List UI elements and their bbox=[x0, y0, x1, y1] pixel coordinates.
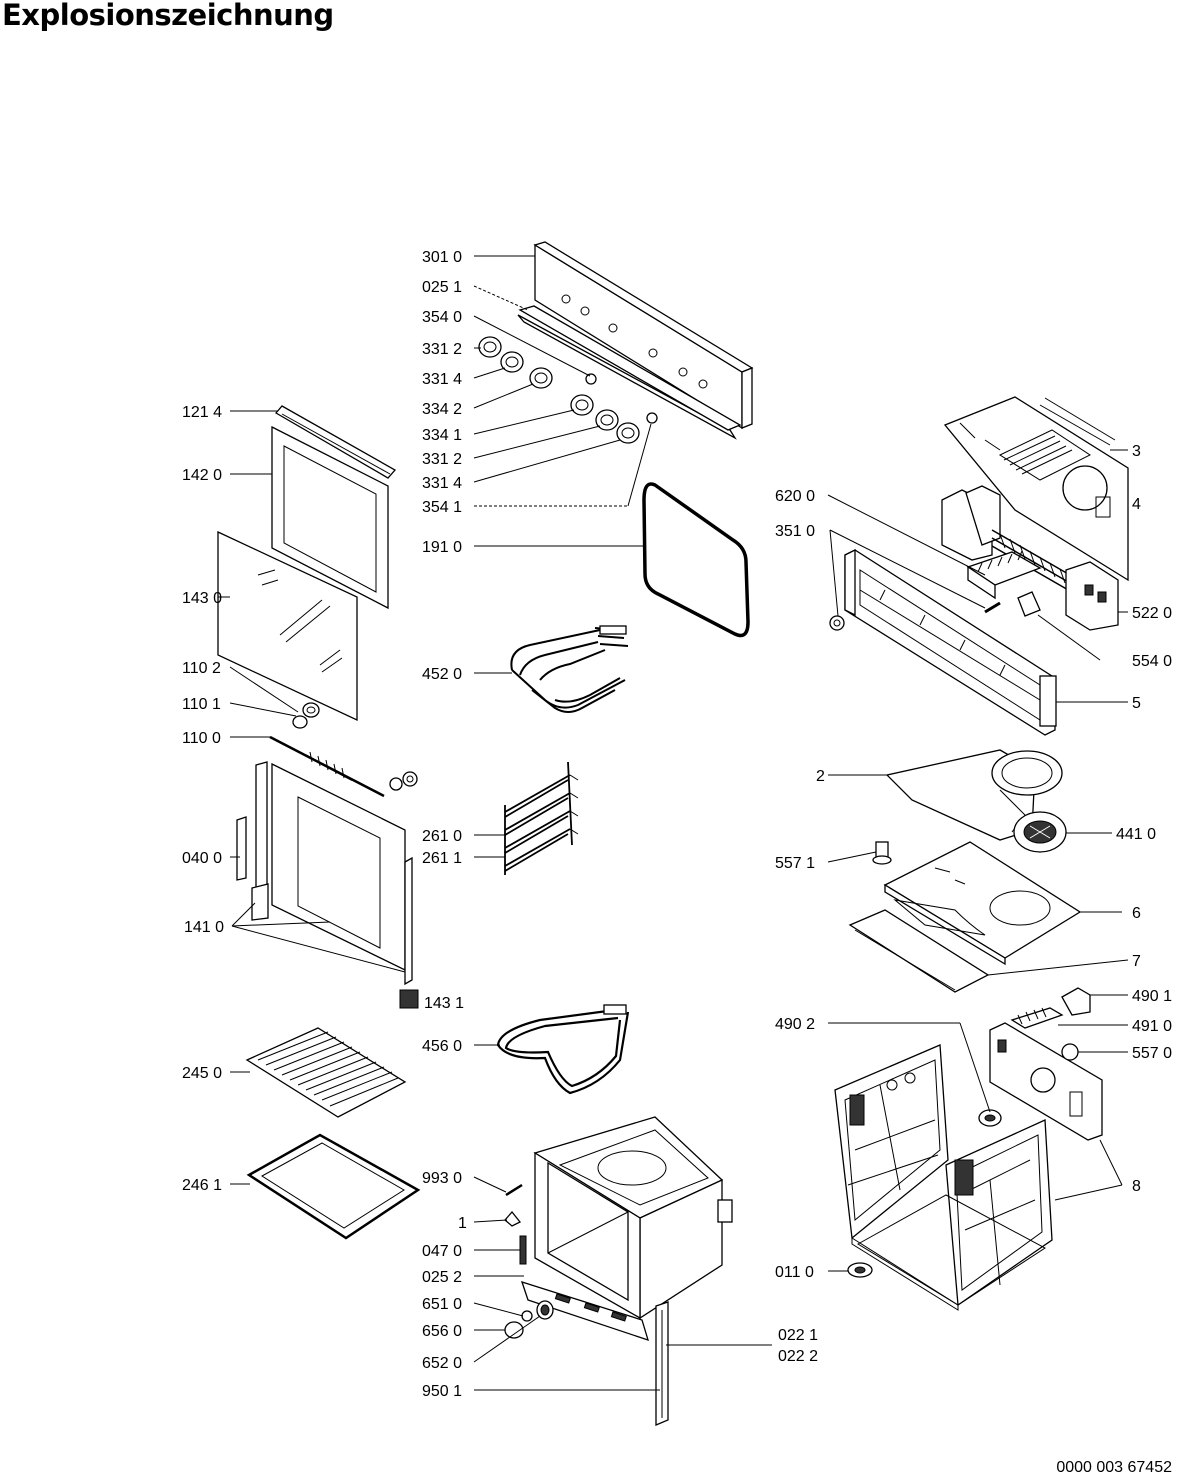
label-143-0: 143 0 bbox=[182, 590, 222, 607]
door-seal bbox=[642, 482, 750, 638]
label-245-0: 245 0 bbox=[182, 1065, 222, 1082]
rear-cover-plate bbox=[883, 841, 1082, 966]
label-022-2: 022 2 bbox=[778, 1348, 818, 1365]
label-143-1: 143 1 bbox=[424, 995, 464, 1012]
label-354-0: 354 0 bbox=[422, 309, 462, 326]
thermostat-top bbox=[872, 841, 892, 865]
label-025-2: 025 2 bbox=[422, 1269, 462, 1286]
label-191-0: 191 0 bbox=[422, 539, 462, 556]
baking-tray bbox=[246, 1133, 421, 1240]
side-rails bbox=[504, 761, 579, 875]
label-331-2-b: 331 2 bbox=[422, 451, 462, 468]
label-441-0: 441 0 bbox=[1116, 826, 1156, 843]
label-557-1: 557 1 bbox=[775, 855, 815, 872]
label-620-0: 620 0 bbox=[775, 488, 815, 505]
label-331-4: 331 4 bbox=[422, 371, 462, 388]
fan-cover bbox=[885, 749, 1063, 841]
leader-lines bbox=[218, 255, 1129, 1391]
upper-heating-element bbox=[510, 625, 629, 713]
switch-assembly bbox=[941, 485, 1119, 631]
label-110-0: 110 0 bbox=[182, 730, 221, 747]
door-hinge-rod bbox=[269, 735, 418, 798]
label-557-0: 557 0 bbox=[1132, 1045, 1172, 1062]
label-490-2: 490 2 bbox=[775, 1016, 815, 1033]
oven-cavity bbox=[520, 1116, 733, 1342]
control-panel bbox=[517, 241, 754, 440]
label-040-0: 040 0 bbox=[182, 850, 222, 867]
label-334-2: 334 2 bbox=[422, 401, 462, 418]
oven-shelf bbox=[245, 1027, 407, 1118]
label-6: 6 bbox=[1132, 905, 1141, 922]
label-3: 3 bbox=[1132, 443, 1141, 460]
label-950-1: 950 1 bbox=[422, 1383, 462, 1400]
label-022-1: 022 1 bbox=[778, 1327, 818, 1344]
rear-electrical-panel bbox=[847, 987, 1103, 1278]
outer-door bbox=[236, 761, 419, 1009]
label-652-0: 652 0 bbox=[422, 1355, 462, 1372]
label-5: 5 bbox=[1132, 695, 1141, 712]
label-047-0: 047 0 bbox=[422, 1243, 462, 1260]
document-number: 0000 003 67452 bbox=[1056, 1459, 1172, 1476]
label-522-0: 522 0 bbox=[1132, 605, 1172, 622]
label-554-0: 554 0 bbox=[1132, 653, 1172, 670]
label-246-1: 246 1 bbox=[182, 1177, 222, 1194]
label-261-1: 261 1 bbox=[422, 850, 462, 867]
label-656-0: 656 0 bbox=[422, 1323, 462, 1340]
label-8: 8 bbox=[1132, 1178, 1141, 1195]
label-301-0: 301 0 bbox=[422, 249, 462, 266]
outer-housing bbox=[834, 1044, 1053, 1311]
label-121-4: 121 4 bbox=[182, 404, 222, 421]
label-1: 1 bbox=[458, 1215, 467, 1232]
label-354-1: 354 1 bbox=[422, 499, 462, 516]
label-993-0: 993 0 bbox=[422, 1170, 462, 1187]
label-025-1: 025 1 bbox=[422, 279, 462, 296]
label-491-0: 491 0 bbox=[1132, 1018, 1172, 1035]
door-assembly bbox=[217, 405, 397, 729]
label-456-0: 456 0 bbox=[422, 1038, 462, 1055]
label-331-2: 331 2 bbox=[422, 341, 462, 358]
label-351-0: 351 0 bbox=[775, 523, 815, 540]
label-490-1: 490 1 bbox=[1132, 988, 1172, 1005]
part-labels: 301 0 025 1 354 0 331 2 331 4 334 2 334 … bbox=[182, 249, 1172, 1400]
label-334-1: 334 1 bbox=[422, 427, 462, 444]
label-110-2: 110 2 bbox=[182, 660, 221, 677]
label-331-4-b: 331 4 bbox=[422, 475, 462, 492]
label-141-0: 141 0 bbox=[184, 919, 224, 936]
terminal-block bbox=[966, 550, 1042, 600]
label-011-0: 011 0 bbox=[775, 1264, 814, 1281]
label-7: 7 bbox=[1132, 953, 1141, 970]
page-title: Explosionszeichnung bbox=[2, 0, 334, 32]
label-2: 2 bbox=[816, 768, 825, 785]
control-housing bbox=[943, 396, 1129, 582]
lower-heating-element bbox=[496, 1004, 630, 1095]
label-110-1: 110 1 bbox=[182, 696, 221, 713]
label-4: 4 bbox=[1132, 496, 1141, 513]
label-651-0: 651 0 bbox=[422, 1296, 462, 1313]
label-261-0: 261 0 bbox=[422, 828, 462, 845]
front-fascia-frame bbox=[829, 548, 1057, 736]
convection-fan bbox=[1013, 811, 1067, 853]
label-452-0: 452 0 bbox=[422, 666, 462, 683]
label-142-0: 142 0 bbox=[182, 467, 222, 484]
control-knobs bbox=[478, 336, 658, 444]
